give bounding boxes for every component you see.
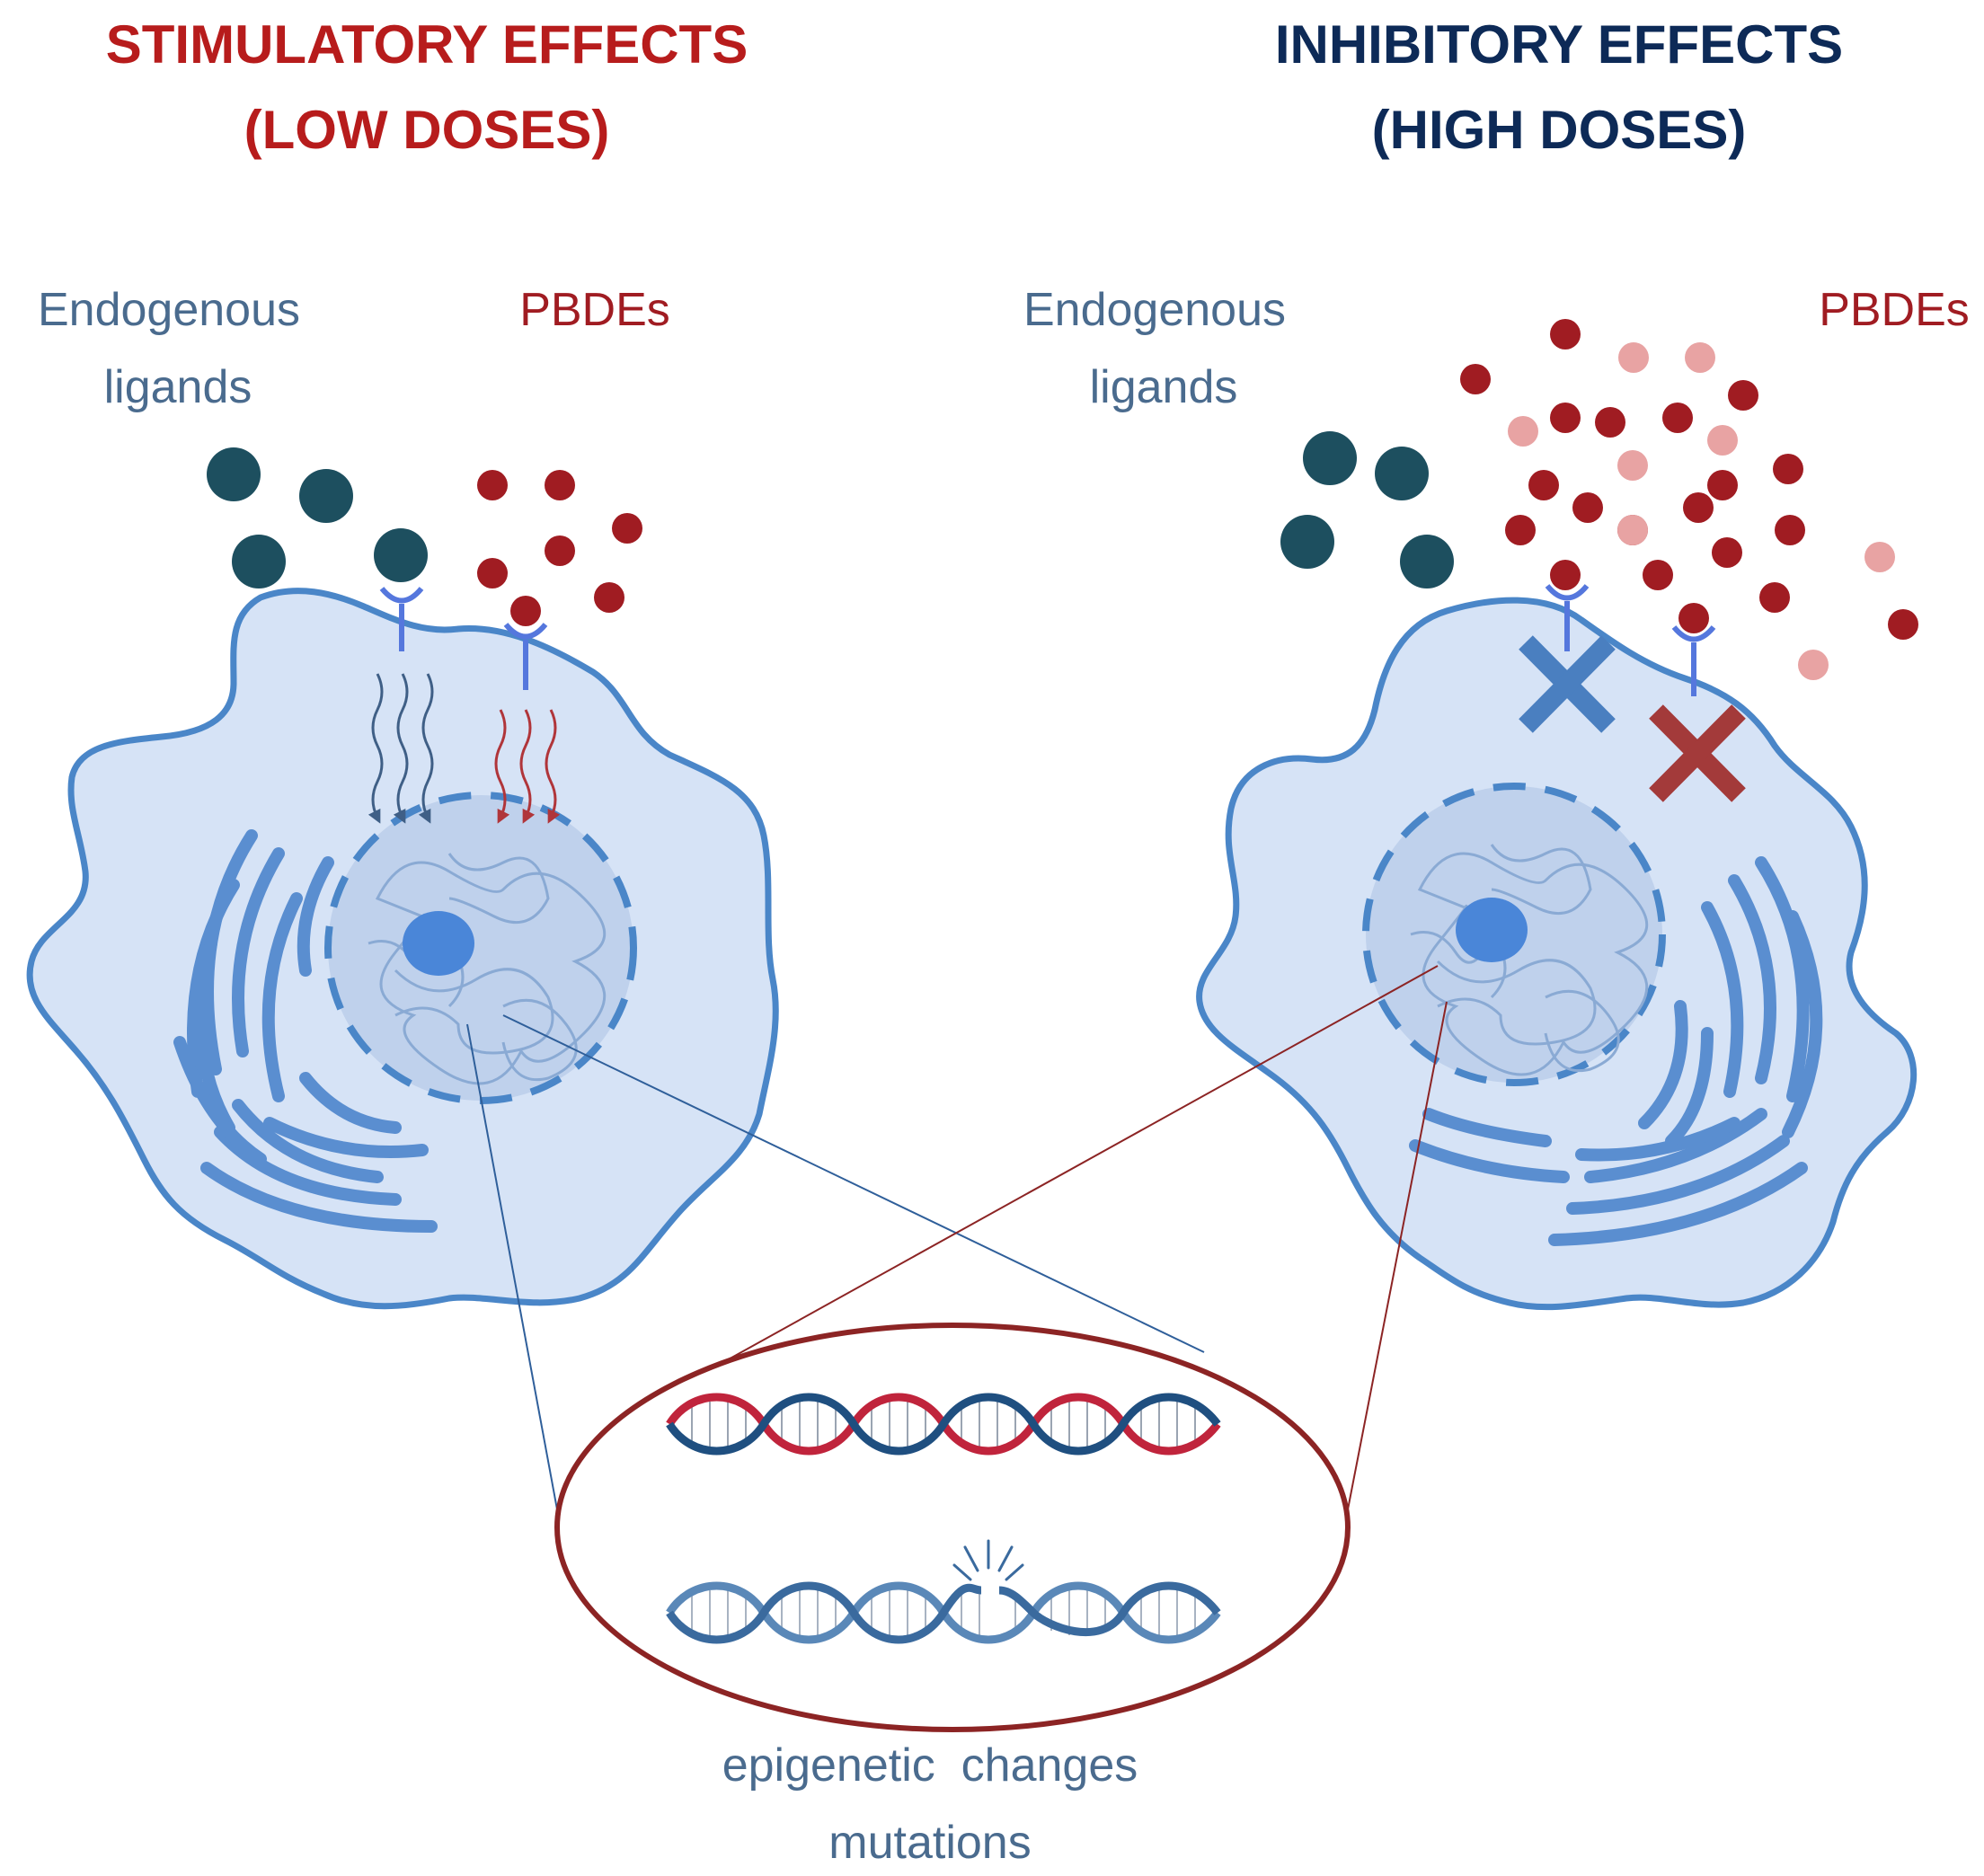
pbde-dot-icon bbox=[1595, 407, 1625, 438]
pbde-dot-icon bbox=[545, 470, 575, 500]
right-ligands bbox=[1280, 431, 1454, 588]
pbde-dot-icon bbox=[1662, 403, 1693, 433]
ligand-icon bbox=[232, 535, 286, 588]
dna-helix-icon bbox=[666, 1393, 1221, 1456]
pbde-dot-icon bbox=[510, 596, 541, 626]
ligand-icon bbox=[1303, 431, 1357, 485]
pbde-dot-icon bbox=[1643, 560, 1673, 590]
pbde-dot-icon bbox=[1505, 515, 1536, 545]
left-nucleus bbox=[324, 792, 637, 1104]
pbde-dot-icon bbox=[1508, 416, 1538, 447]
stimulatory-title: STIMULATORY EFFECTS bbox=[106, 14, 748, 75]
pbde-dot-icon bbox=[1712, 537, 1742, 568]
pbde-dot-icon bbox=[1773, 454, 1803, 484]
pbde-dot-icon bbox=[1759, 582, 1790, 613]
ligand-icon bbox=[1400, 535, 1454, 588]
inhibitory-subtitle: (HIGH DOSES) bbox=[1372, 100, 1747, 160]
right-endogenous-label: Endogenous bbox=[1023, 284, 1286, 336]
pbde-dot-icon bbox=[1617, 515, 1648, 545]
pbde-dot-icon bbox=[1572, 492, 1603, 523]
ligand-icon bbox=[374, 528, 428, 582]
right-pbdes-light bbox=[1508, 342, 1895, 680]
mutation-burst-icon bbox=[952, 1539, 1024, 1581]
right-ligands-label: ligands bbox=[1090, 361, 1238, 413]
right-er bbox=[1409, 856, 1823, 1246]
pbde-dot-icon bbox=[1864, 542, 1895, 572]
left-ligands bbox=[207, 447, 428, 588]
right-nucleolus bbox=[1456, 898, 1528, 962]
left-pbde-signal-arrows bbox=[494, 709, 561, 824]
pbde-dot-icon bbox=[1798, 650, 1829, 680]
pbde-dot-icon bbox=[1460, 364, 1491, 394]
pbde-dot-icon bbox=[1550, 403, 1581, 433]
right-pbdes-label: PBDEs bbox=[1819, 284, 1970, 336]
pbde-dot-icon bbox=[1550, 319, 1581, 350]
pbde-dot-icon bbox=[1618, 342, 1649, 373]
pbde-dot-icon bbox=[1678, 603, 1709, 633]
pbde-dot-icon bbox=[477, 558, 508, 588]
pbde-dot-icon bbox=[1707, 470, 1738, 500]
dna-zoom-ellipse bbox=[554, 1323, 1351, 1732]
pbde-dot-icon bbox=[545, 535, 575, 566]
blocked-pbde-x-icon bbox=[1649, 704, 1746, 802]
left-receptor-endogenous bbox=[379, 587, 424, 651]
blocked-endogenous-x-icon bbox=[1519, 635, 1616, 733]
left-pbdes-label: PBDEs bbox=[519, 284, 670, 336]
zoom-connector-lines bbox=[466, 965, 1448, 1510]
pbde-dot-icon bbox=[1685, 342, 1715, 373]
pbde-dot-icon bbox=[1707, 425, 1738, 456]
right-receptor-pbde bbox=[1671, 625, 1716, 696]
pbde-dot-icon bbox=[1617, 450, 1648, 481]
mutated-dna-helix-icon bbox=[666, 1539, 1221, 1644]
left-pbdes bbox=[477, 470, 642, 626]
ligand-icon bbox=[1280, 515, 1334, 569]
left-cell bbox=[26, 588, 779, 1310]
left-ligands-label: ligands bbox=[104, 361, 252, 413]
left-er bbox=[173, 829, 438, 1233]
caption-epigenetic-changes: epigenetic changes bbox=[722, 1739, 1138, 1792]
left-endogenous-signal-arrows bbox=[368, 673, 434, 824]
left-endogenous-label: Endogenous bbox=[38, 284, 300, 336]
ligand-icon bbox=[299, 469, 353, 523]
pbde-dot-icon bbox=[1728, 380, 1758, 411]
caption-mutations: mutations bbox=[828, 1817, 1031, 1869]
dna-zoom-panel bbox=[554, 1323, 1351, 1732]
ligand-icon bbox=[1375, 447, 1429, 500]
pbde-dot-icon bbox=[1888, 609, 1918, 640]
pbde-dot-icon bbox=[1528, 470, 1559, 500]
pbde-dot-icon bbox=[1550, 560, 1581, 590]
right-cell bbox=[1196, 597, 1918, 1311]
pbde-dot-icon bbox=[594, 582, 624, 613]
pbde-dot-icon bbox=[1775, 515, 1805, 545]
ligand-icon bbox=[207, 447, 261, 501]
pbde-dot-icon bbox=[1683, 492, 1714, 523]
pbde-dot-icon bbox=[612, 513, 642, 544]
stimulatory-subtitle: (LOW DOSES) bbox=[244, 100, 610, 160]
pbde-dot-icon bbox=[477, 470, 508, 500]
left-receptor-pbde bbox=[503, 623, 548, 690]
inhibitory-title: INHIBITORY EFFECTS bbox=[1275, 14, 1843, 75]
right-receptor-endogenous bbox=[1545, 584, 1590, 651]
left-nucleolus bbox=[403, 911, 474, 976]
